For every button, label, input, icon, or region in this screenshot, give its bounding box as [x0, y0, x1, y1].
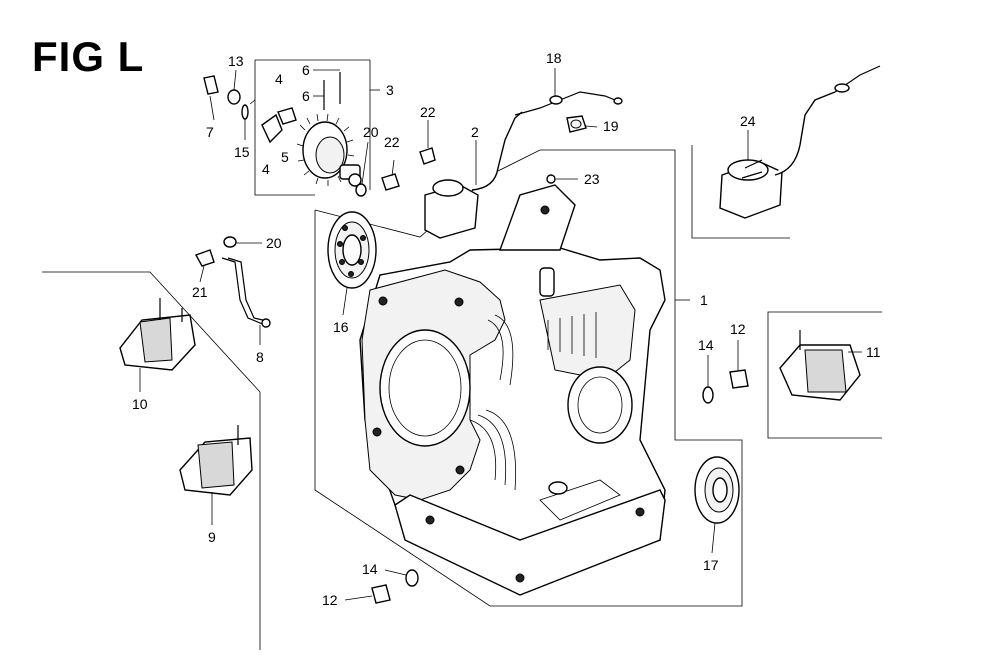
callout-3: 3 — [386, 82, 394, 98]
right-mount-group-bracket — [767, 311, 882, 439]
callout-4b: 4 — [262, 161, 270, 177]
callout-22a: 22 — [420, 104, 436, 120]
callout-8: 8 — [256, 349, 264, 365]
callout-21: 21 — [192, 284, 208, 300]
callout-14a: 14 — [698, 337, 714, 353]
callout-6a: 6 — [302, 62, 310, 78]
oil-seal — [694, 456, 740, 524]
fasteners — [355, 183, 749, 604]
callout-22b: 22 — [384, 134, 400, 150]
callout-17: 17 — [703, 557, 719, 573]
callout-7: 7 — [206, 124, 214, 140]
sensor-group-bracket — [691, 145, 790, 239]
crankshaft-bearing — [327, 211, 377, 289]
callout-18: 18 — [546, 50, 562, 66]
callout-6b: 6 — [302, 88, 310, 104]
breather-tube — [194, 236, 271, 328]
mount-group-bracket — [42, 271, 261, 650]
callout-14b: 14 — [362, 561, 378, 577]
leader-lines — [139, 68, 862, 601]
engine-mount-10 — [119, 298, 196, 371]
callout-12a: 12 — [730, 321, 746, 337]
callout-10: 10 — [132, 396, 148, 412]
pump-group-bracket — [254, 60, 315, 196]
engine-mount-11 — [779, 330, 861, 401]
callout-4a: 4 — [275, 71, 283, 87]
callout-11: 11 — [866, 344, 881, 360]
callout-13: 13 — [228, 53, 244, 69]
figure-title: FIG L — [32, 33, 145, 80]
oil-level-switch — [381, 91, 623, 239]
engine-mount-9 — [179, 425, 253, 496]
callout-20a: 20 — [363, 124, 379, 140]
callout-5: 5 — [281, 149, 289, 165]
callout-16: 16 — [333, 319, 349, 335]
callout-24: 24 — [740, 113, 756, 129]
callouts: 1 2 3 4 4 5 6 6 7 8 9 10 11 12 12 13 14 … — [132, 50, 881, 608]
oil-alert-sensor — [719, 65, 881, 219]
callout-19: 19 — [603, 118, 619, 134]
callout-1: 1 — [700, 292, 708, 308]
crankcase — [359, 184, 666, 596]
callout-15: 15 — [234, 144, 250, 160]
callout-2: 2 — [471, 124, 479, 140]
callout-23: 23 — [584, 171, 600, 187]
callout-12b: 12 — [322, 592, 338, 608]
callout-9: 9 — [208, 529, 216, 545]
callout-20b: 20 — [266, 235, 282, 251]
governor-gear-assembly — [203, 72, 362, 187]
